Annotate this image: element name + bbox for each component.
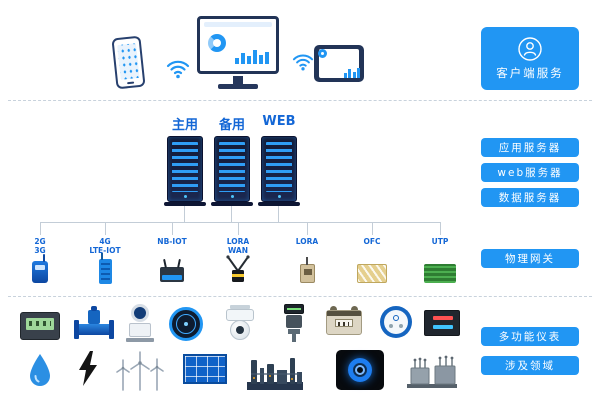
- desktop-monitor-icon: [197, 16, 279, 74]
- modem-2g3g-icon: [23, 254, 57, 288]
- connector-drop: [238, 222, 239, 235]
- panel-meter-icon: [424, 310, 460, 336]
- optical-fiber-cable-icon: [355, 254, 389, 288]
- bar-chart-icon: [235, 50, 269, 64]
- refinery-icon: [247, 358, 303, 390]
- tablet-donut-chart-icon: [318, 49, 327, 58]
- gateway-label-lora: LORA: [295, 237, 319, 246]
- lightning-icon: [79, 351, 97, 386]
- wind-turbines-icon: [116, 351, 164, 391]
- involved-fields-label: 涉及领域: [481, 356, 579, 375]
- server-label-backup: 备用: [218, 118, 245, 133]
- router-4g-icon: [88, 253, 122, 288]
- data-server-label: 数据服务器: [481, 188, 579, 207]
- solar-panel-icon: [183, 354, 227, 384]
- connector-line: [278, 206, 279, 222]
- donut-chart-icon: [208, 34, 226, 52]
- monitor-stand-neck: [233, 76, 243, 84]
- server-tower-backup: [214, 136, 250, 202]
- connector-drop: [307, 222, 308, 235]
- substation-icon: [407, 355, 457, 388]
- water-meter-icon: [380, 306, 412, 338]
- gateway-label-lorawan: LORA WAN: [226, 237, 250, 255]
- connector-drop: [372, 222, 373, 235]
- wifi-icon: [166, 60, 190, 79]
- smartphone-screen: [117, 43, 140, 80]
- nbiot-module-icon: [155, 254, 189, 288]
- server-base: [258, 202, 300, 206]
- flow-meter-icon: [74, 306, 114, 342]
- user-icon: [518, 37, 542, 61]
- server-label-web: WEB: [262, 114, 296, 129]
- lcd-meter-icon: [20, 312, 60, 340]
- client-services-label: 客户端服务: [496, 66, 564, 80]
- gateway-label-ofc: OFC: [363, 237, 381, 246]
- connector-drop: [440, 222, 441, 235]
- lora-wan-gateway-icon: [221, 254, 255, 288]
- lora-module-icon: [290, 254, 324, 288]
- utp-cable-icon: [423, 254, 457, 288]
- connector-drop: [40, 222, 41, 235]
- smartphone-icon: [111, 35, 146, 90]
- gateway-label-2g3g: 2G 3G: [34, 237, 46, 255]
- electromagnetic-flowmeter-icon: [124, 304, 156, 344]
- wifi-icon: [292, 54, 314, 71]
- client-services-box: 客户端服务: [481, 27, 579, 90]
- server-label-primary: 主用: [171, 118, 198, 133]
- server-base: [211, 202, 253, 206]
- water-drop-icon: [30, 354, 50, 386]
- server-tower-primary: [167, 136, 203, 202]
- web-server-label: web服务器: [481, 163, 579, 182]
- dashboard-header: [204, 22, 272, 27]
- app-server-label: 应用服务器: [481, 138, 579, 157]
- connector-line: [231, 206, 232, 222]
- smartphone-home-bar: [127, 81, 135, 85]
- gas-meter-icon: [326, 306, 362, 336]
- connector-drop: [105, 222, 106, 235]
- server-base: [164, 202, 206, 206]
- layer-separator: [8, 296, 592, 297]
- layer-separator: [8, 100, 592, 101]
- tablet-icon: [314, 45, 364, 82]
- physical-gateway-label: 物理网关: [481, 249, 579, 268]
- connector-line: [184, 206, 185, 222]
- connector-bus: [40, 222, 440, 223]
- server-tower-web: [261, 136, 297, 202]
- pressure-transmitter-icon: [282, 304, 306, 344]
- gateway-label-nbiot: NB-IOT: [157, 237, 187, 246]
- gateway-label-utp: UTP: [431, 237, 449, 246]
- multifunction-meter-label: 多功能仪表: [481, 327, 579, 346]
- tablet-bar-chart-icon: [343, 68, 360, 78]
- ptz-camera-icon: [222, 305, 258, 341]
- monitor-stand-base: [218, 84, 258, 89]
- gas-flame-icon: [336, 350, 384, 390]
- smart-gauge-icon: [169, 307, 203, 341]
- connector-drop: [172, 222, 173, 235]
- gateway-label-4g: 4G LTE-IOT: [89, 237, 121, 255]
